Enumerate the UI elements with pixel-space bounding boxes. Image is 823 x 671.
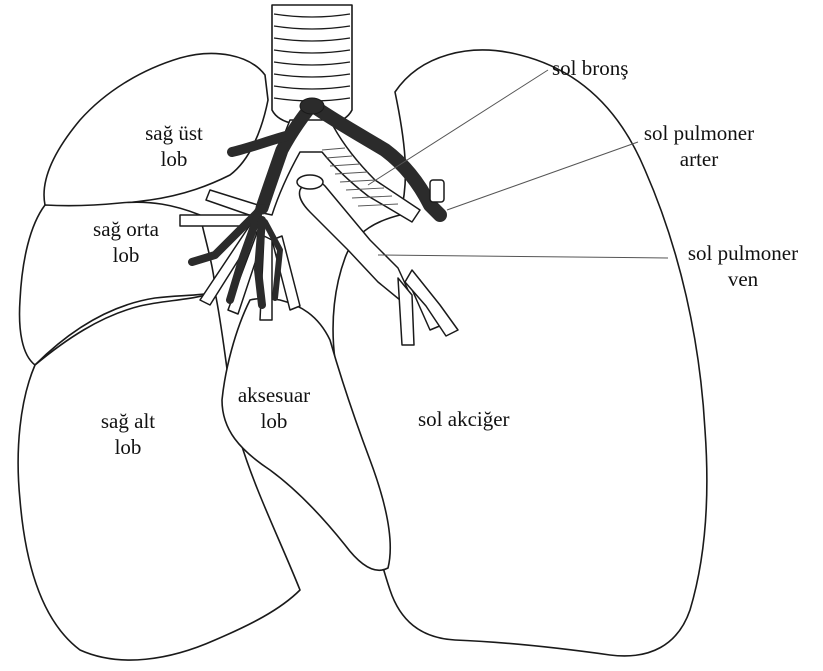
label-sol-pulmoner-ven-line2: ven (668, 266, 818, 292)
label-sag-ust-lob-line1: sağ üst (118, 120, 230, 146)
vessel-ring (297, 175, 323, 189)
label-sag-alt-lob: sağ alt lob (76, 408, 180, 460)
label-sag-alt-lob-line2: lob (76, 434, 180, 460)
label-aksesuar-lob-line1: aksesuar (218, 382, 330, 408)
label-sol-brons: sol bronş (552, 55, 628, 81)
artery-end-cap (430, 180, 444, 202)
label-sag-orta-lob-line1: sağ orta (68, 216, 184, 242)
label-sol-pulmoner-ven: sol pulmoner ven (668, 240, 818, 292)
label-sag-orta-lob: sağ orta lob (68, 216, 184, 268)
label-sol-pulmoner-ven-line1: sol pulmoner (668, 240, 818, 266)
label-sag-orta-lob-line2: lob (68, 242, 184, 268)
label-sol-akciger: sol akciğer (418, 406, 510, 432)
label-sol-pulmoner-arter: sol pulmoner arter (624, 120, 774, 172)
label-sag-ust-lob: sağ üst lob (118, 120, 230, 172)
label-sol-pulmoner-arter-line1: sol pulmoner (624, 120, 774, 146)
label-sol-pulmoner-arter-line2: arter (624, 146, 774, 172)
label-sag-alt-lob-line1: sağ alt (76, 408, 180, 434)
label-aksesuar-lob-line2: lob (218, 408, 330, 434)
label-aksesuar-lob: aksesuar lob (218, 382, 330, 434)
artery-trunk (300, 98, 324, 114)
label-sag-ust-lob-line2: lob (118, 146, 230, 172)
